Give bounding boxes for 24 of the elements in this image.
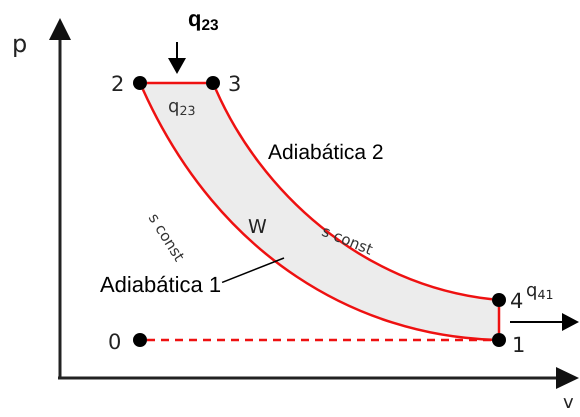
state-point [492,333,506,347]
heat-label: q$_{23}$ [188,6,219,35]
point-number: 3 [228,72,242,96]
state-point [133,333,147,347]
state-point [133,76,147,90]
state-point [206,76,220,90]
heat-label: q$_{23}$ [168,96,196,118]
process-line [498,307,500,333]
point-number: 2 [111,72,124,96]
axis-label: v [563,392,574,413]
point-number: 4 [510,289,524,313]
process-line [214,88,492,300]
axis-label: p [12,30,28,58]
curve-label: Adiabática 2 [268,141,384,165]
process-label: s const [319,222,376,259]
curve-label: Adiabática 1 [100,272,222,298]
work-label: W [248,216,267,238]
point-number: 1 [512,333,526,357]
process-line [147,338,492,342]
process-line [147,82,206,84]
leader-line [222,257,284,284]
point-number: 0 [108,330,122,354]
heat-label: q$_{41}$ [526,280,554,302]
state-point [492,293,506,307]
